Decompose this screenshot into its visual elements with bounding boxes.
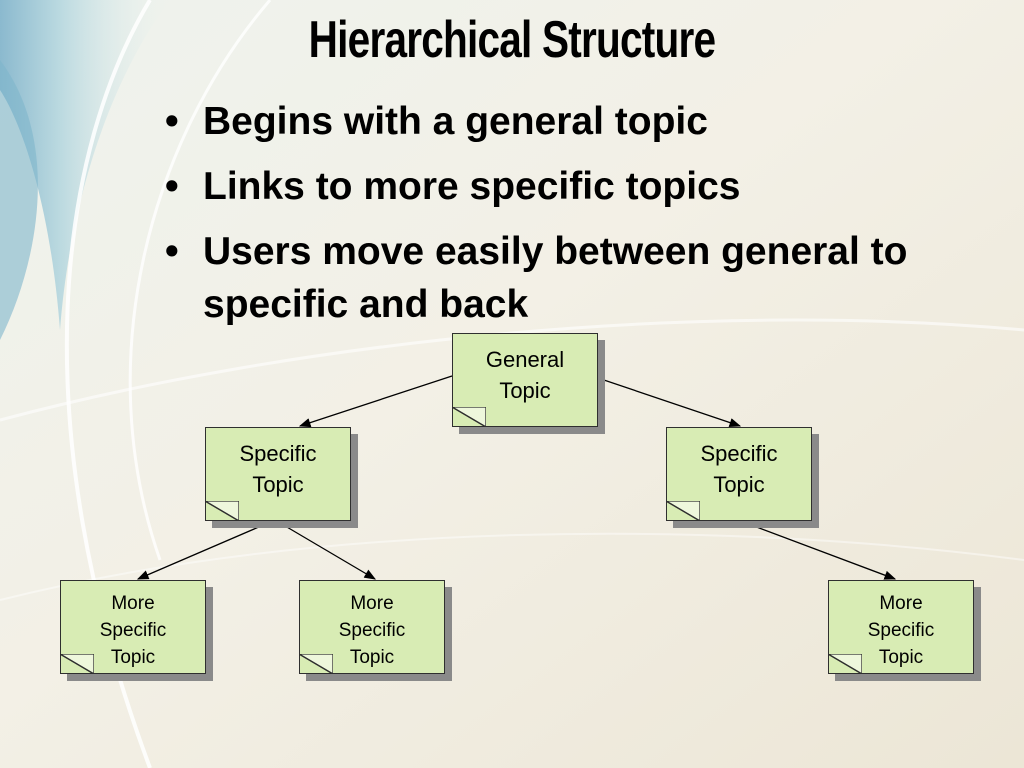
node-label-line: Specific [700,441,778,466]
node-label-line: Specific [867,620,935,641]
node-label: More Specific Topic [61,590,205,671]
bullet-item: • Users move easily between general to sp… [165,225,995,331]
node-label-line: More [350,593,394,614]
node-label: More Specific Topic [829,590,973,671]
node-label-line: Specific [239,441,317,466]
page-fold-icon [666,501,700,521]
bullet-item: • Links to more specific topics [165,160,995,213]
node-more-specific-topic-3: More Specific Topic [828,580,974,674]
bullet-dot: • [165,230,179,273]
node-label-line: Specific [99,620,167,641]
node-label-line: Topic [878,647,924,668]
node-label-line: Topic [110,647,156,668]
node-more-specific-topic-1: More Specific Topic [60,580,206,674]
node-specific-topic-left: Specific Topic [205,427,351,521]
node-label-line: Topic [252,472,304,497]
bullet-dot: • [165,165,179,208]
bullet-text: Users move easily between general to spe… [203,230,908,326]
bullet-dot: • [165,100,179,143]
node-label-line: Specific [338,620,406,641]
node-label: General Topic [453,344,597,406]
node-label-line: More [879,593,923,614]
page-fold-icon [452,407,486,427]
node-more-specific-topic-2: More Specific Topic [299,580,445,674]
bullet-text: Links to more specific topics [203,165,741,208]
node-specific-topic-right: Specific Topic [666,427,812,521]
bullet-item: • Begins with a general topic [165,95,995,148]
node-label-line: Topic [713,472,765,497]
bullet-text: Begins with a general topic [203,100,708,143]
page-fold-icon [299,654,333,674]
page-fold-icon [60,654,94,674]
page-fold-icon [205,501,239,521]
page-fold-icon [828,654,862,674]
bullet-list: • Begins with a general topic • Links to m… [165,95,995,343]
node-label: More Specific Topic [300,590,444,671]
node-label-line: Topic [499,378,551,403]
node-label: Specific Topic [206,438,350,500]
node-label-line: More [111,593,155,614]
node-general-topic: General Topic [452,333,598,427]
node-label-line: Topic [349,647,395,668]
node-label: Specific Topic [667,438,811,500]
slide-title: Hierarchical Structure [308,11,716,69]
node-label-line: General [485,347,565,372]
